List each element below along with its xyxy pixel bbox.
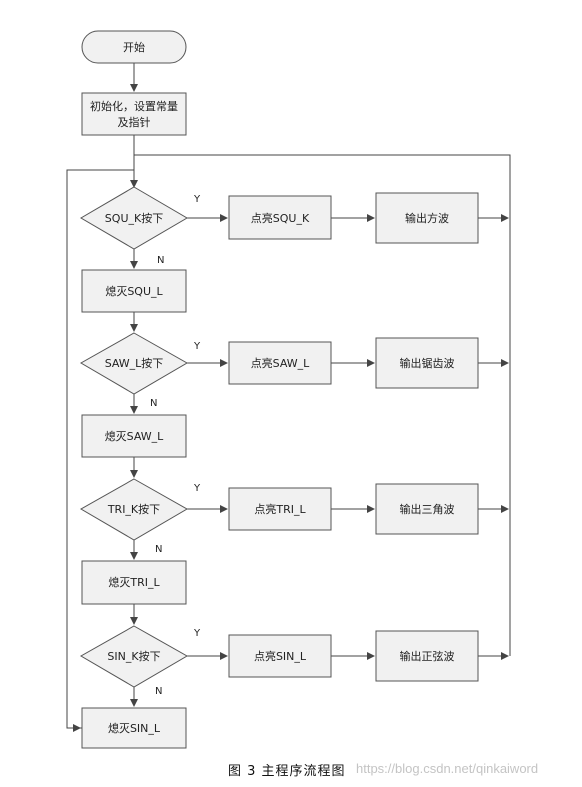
- process-off-sin-label: 熄灭SIN_L: [108, 721, 161, 735]
- no-label: N: [150, 398, 157, 409]
- output-sawtooth-wave-label: 输出锯齿波: [400, 356, 455, 370]
- process-off-saw-label: 熄灭SAW_L: [105, 429, 164, 443]
- no-label: N: [155, 544, 162, 555]
- process-light-sin-label: 点亮SIN_L: [254, 649, 307, 663]
- decision-saw: SAW_L按下: [79, 332, 189, 395]
- yes-label: Y: [193, 341, 201, 352]
- process-off-squ: 熄灭SQU_L: [81, 269, 187, 313]
- output-square-wave-label: 输出方波: [405, 211, 449, 225]
- output-sawtooth-wave: 输出锯齿波: [375, 337, 479, 389]
- decision-tri-label: TRI_K按下: [107, 502, 160, 516]
- init-label-line2: 及指针: [118, 115, 151, 129]
- watermark-text: https://blog.csdn.net/qinkaiword: [356, 761, 539, 776]
- figure-caption: 图 3 主程序流程图: [228, 764, 346, 779]
- right-return-line: [134, 154, 511, 656]
- decision-squ-label: SQU_K按下: [105, 211, 163, 225]
- decision-saw-label: SAW_L按下: [105, 356, 164, 370]
- no-label: N: [155, 686, 162, 697]
- init-node: 初始化，设置常量 及指针: [81, 92, 187, 136]
- decision-sin-label: SIN_K按下: [107, 649, 160, 663]
- decision-sin: SIN_K按下: [79, 625, 189, 688]
- process-light-squ: 点亮SQU_K: [228, 195, 332, 240]
- process-light-tri: 点亮TRI_L: [228, 487, 332, 531]
- decision-squ: SQU_K按下: [80, 186, 188, 250]
- process-off-tri: 熄灭TRI_L: [81, 560, 187, 605]
- process-off-sin: 熄灭SIN_L: [81, 707, 187, 749]
- process-light-saw-label: 点亮SAW_L: [251, 356, 310, 370]
- branch-labels: Y N Y N Y N Y N: [150, 194, 201, 697]
- output-triangle-wave: 输出三角波: [375, 483, 479, 535]
- output-sine-wave: 输出正弦波: [375, 630, 479, 682]
- output-triangle-wave-label: 输出三角波: [400, 502, 455, 516]
- init-label-line1: 初始化，设置常量: [90, 99, 178, 113]
- process-light-squ-label: 点亮SQU_K: [251, 211, 310, 225]
- output-square-wave: 输出方波: [375, 192, 479, 244]
- yes-label: Y: [193, 483, 201, 494]
- yes-label: Y: [193, 628, 201, 639]
- decision-tri: TRI_K按下: [79, 478, 189, 541]
- connectors: [66, 63, 511, 732]
- start-node: 开始: [81, 30, 187, 64]
- process-off-squ-label: 熄灭SQU_L: [105, 284, 163, 298]
- process-off-tri-label: 熄灭TRI_L: [108, 575, 160, 589]
- process-light-saw: 点亮SAW_L: [228, 341, 332, 385]
- process-light-sin: 点亮SIN_L: [228, 634, 332, 678]
- process-off-saw: 熄灭SAW_L: [81, 414, 187, 458]
- output-sine-wave-label: 输出正弦波: [400, 649, 455, 663]
- yes-label: Y: [193, 194, 201, 205]
- no-label: N: [157, 255, 164, 266]
- start-label: 开始: [123, 40, 145, 54]
- process-light-tri-label: 点亮TRI_L: [254, 502, 306, 516]
